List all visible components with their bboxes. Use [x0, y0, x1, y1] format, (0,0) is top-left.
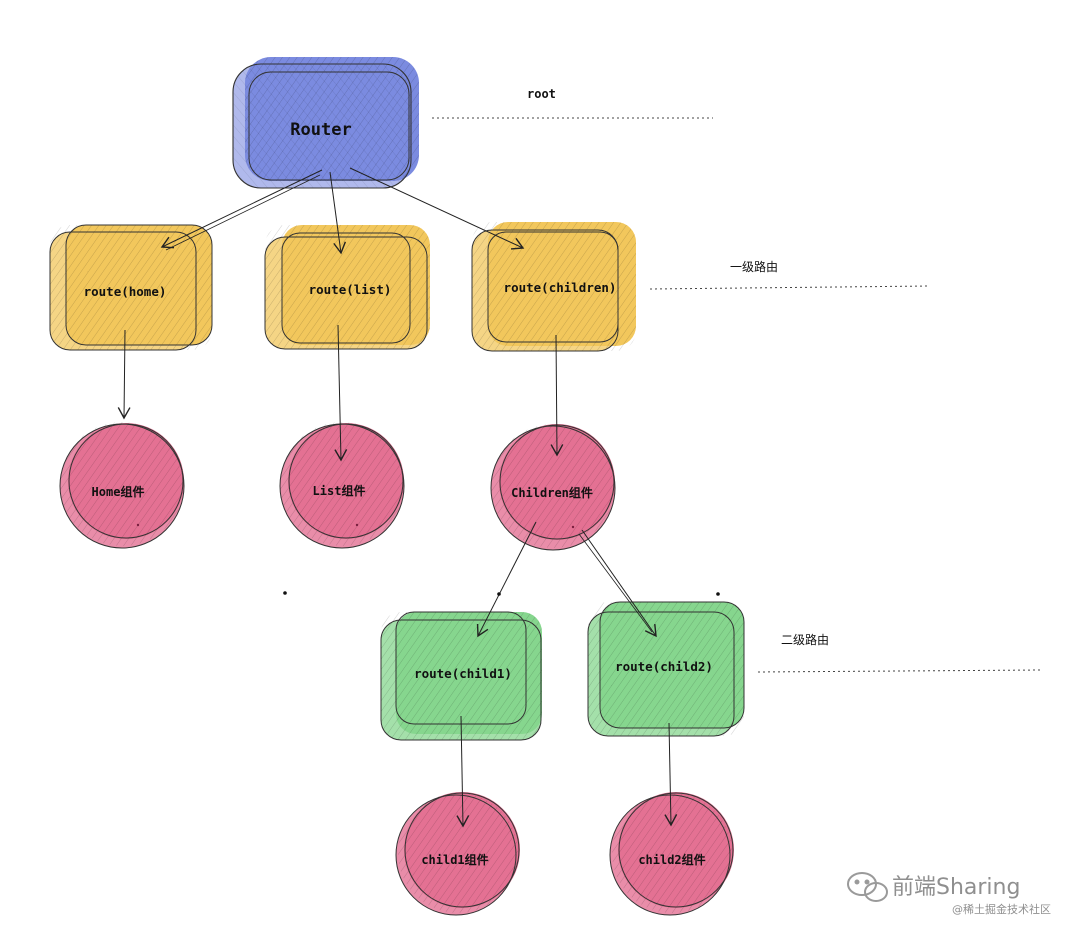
edge-children-child1 [476, 521, 537, 638]
home-component-label: Home组件 [92, 484, 145, 499]
edge-home-route-component [117, 329, 131, 420]
list-component-node: List组件 [279, 422, 405, 549]
children-component-label: Children组件 [511, 485, 593, 500]
route-children-node: route(children) [471, 222, 636, 352]
route-children-label: route(children) [504, 280, 617, 295]
child2-component-label: child2组件 [638, 852, 705, 867]
router-label: Router [290, 120, 351, 140]
watermark: 前端Sharing @稀土掘金技术社区 [840, 866, 1070, 926]
stray-dots [136, 523, 720, 596]
child1-component-node: child1组件 [395, 792, 520, 916]
home-component-node: Home组件 [59, 422, 185, 549]
route-list-label: route(list) [309, 282, 392, 297]
watermark-source: @稀土掘金技术社区 [952, 902, 1051, 916]
child1-component-label: child1组件 [421, 852, 488, 867]
route-child2-label: route(child2) [615, 659, 713, 674]
edge-router-children [349, 167, 525, 250]
children-component-node: Children组件 [490, 424, 616, 551]
level-2-label: 二级路由 [781, 632, 829, 647]
route-list-node: route(list) [264, 225, 430, 350]
edge-router-list [329, 171, 347, 255]
watermark-brand: 前端Sharing [892, 875, 1020, 900]
edge-child1-route-component [456, 715, 470, 828]
list-component-label: List组件 [313, 483, 366, 498]
wechat-icon [847, 872, 888, 902]
edge-router-home [160, 169, 323, 249]
level-root: root [432, 87, 713, 119]
edge-children-child2 [581, 529, 657, 638]
route-child2-node: route(child2) [587, 601, 745, 737]
level-2: 二级路由 [757, 632, 1041, 673]
edge-children-route-component [550, 334, 564, 457]
route-child1-node: route(child1) [380, 611, 542, 741]
level-2-guide [757, 669, 1041, 673]
route-home-label: route(home) [84, 284, 167, 299]
route-child1-label: route(child1) [414, 666, 512, 681]
level-1-guide [649, 285, 931, 290]
level-root-label: root [527, 87, 556, 101]
child2-component-node: child2组件 [609, 792, 734, 916]
level-1-label: 一级路由 [730, 259, 778, 274]
edges [117, 167, 678, 828]
route-home-node: route(home) [49, 224, 213, 351]
edge-child2-route-component [664, 722, 678, 827]
edge-list-route-component [334, 324, 348, 462]
level-1: 一级路由 [649, 259, 931, 290]
router-node: Router [232, 57, 419, 189]
